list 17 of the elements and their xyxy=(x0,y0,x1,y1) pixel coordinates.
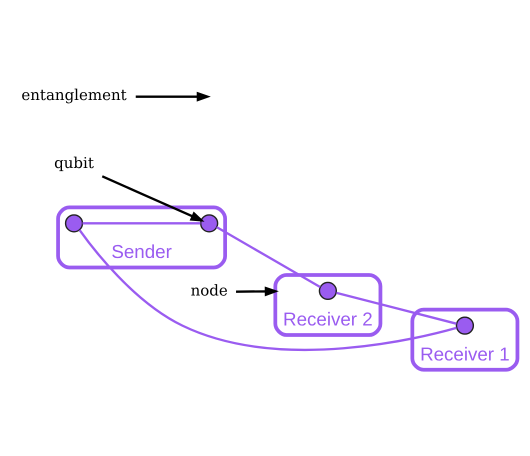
arrow xyxy=(236,286,279,296)
connector xyxy=(216,226,321,288)
arrow xyxy=(136,91,211,102)
cluster: Receiver 1 xyxy=(410,307,520,372)
cluster: Sender xyxy=(56,205,227,269)
node-circle xyxy=(318,281,338,300)
connector xyxy=(82,222,200,224)
node-text: entanglement xyxy=(21,86,127,104)
arrow xyxy=(102,174,205,222)
connector xyxy=(336,291,457,324)
node-circle xyxy=(456,316,474,334)
node-text: node xyxy=(190,280,228,299)
node-circle xyxy=(64,214,84,232)
node-circle xyxy=(200,214,218,232)
node-text: qubit xyxy=(54,153,94,172)
connector xyxy=(78,228,457,350)
cluster: Receiver 2 xyxy=(273,272,382,336)
